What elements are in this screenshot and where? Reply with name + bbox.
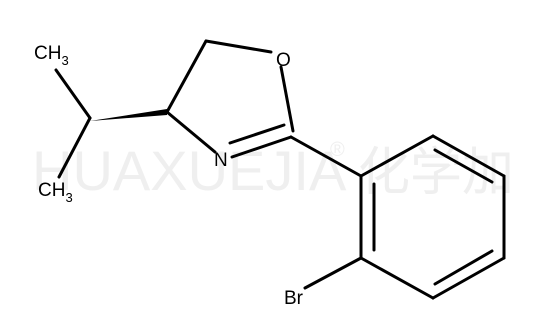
bond-ar-1 [359,134,435,178]
bromophenyl-ring [359,134,506,300]
watermark-chinese: 化学加 [358,143,514,203]
methyl-top-sub: 3 [61,53,68,68]
watermark-registered: ® [330,139,345,161]
bond-c2-n3-double [228,123,286,145]
bond-c2-phenyl [289,135,363,178]
bond-ar-inner-1 [433,148,494,184]
bond-n3-c4 [165,110,217,154]
methyl-bottom-main: CH [38,180,65,201]
atom-oxygen-label: O [276,50,291,71]
bond-c5-o1 [204,39,273,54]
methyl-bottom-sub: 3 [65,190,72,205]
atom-bromine-label: Br [284,288,304,309]
bond-c2-n3 [230,135,293,159]
methyl-bottom-label: CH3 [38,180,73,205]
bond-ar-4 [431,256,506,300]
isopropyl-group [54,68,92,179]
bond-o1-c2 [279,65,295,133]
methyl-top-label: CH3 [34,43,69,68]
oxazoline-ring [165,39,295,159]
watermark-latin: HUAXUEJIA [32,139,347,202]
bond-ar-2 [431,134,506,178]
bond-c4-c5 [165,39,208,114]
bond-c-br [303,256,363,290]
methyl-top-main: CH [34,43,61,64]
bond-ch-ch3-bottom [57,116,92,179]
bond-ar-5 [359,256,435,300]
watermark: HUAXUEJIA ® 化学加 [32,139,514,203]
bond-ar-inner-2 [433,249,494,286]
stereo-wedge-bond [90,109,167,121]
bond-ch-ch3-top [54,68,92,120]
atom-nitrogen-label: N [214,150,228,171]
